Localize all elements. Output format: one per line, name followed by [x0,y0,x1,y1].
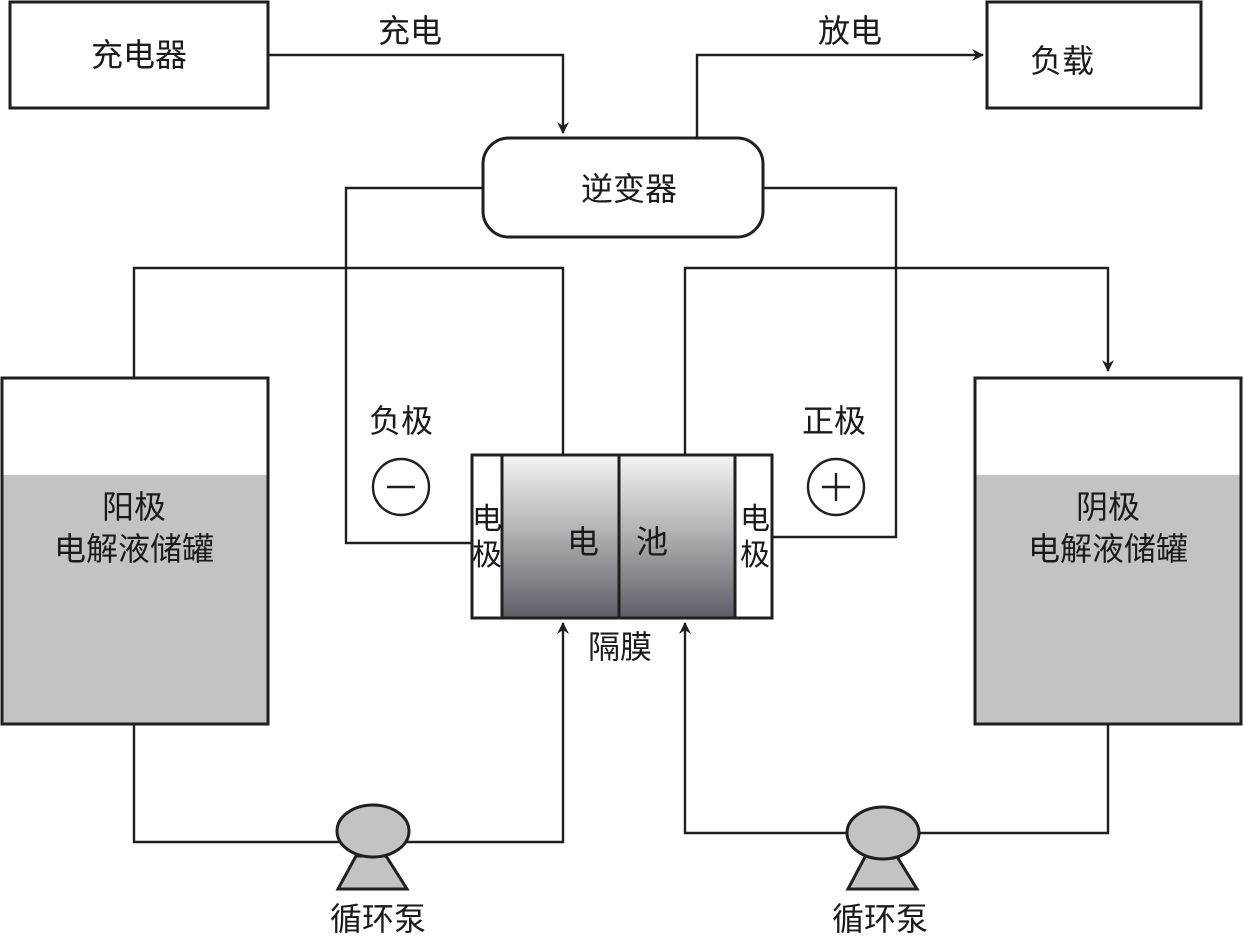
discharge-label: 放电 [818,12,882,50]
discharge-wire [695,49,984,138]
negative-pole-label: 负极 [369,402,433,440]
cathode-return-pipe [683,266,1114,455]
negative-symbol-icon [371,457,431,517]
anode-tank-label-2: 电解液储罐 [54,530,214,568]
cell-label-left: 电 [567,523,599,561]
load-box: 负载 [985,0,1203,110]
cathode-tank-label-2: 电解液储罐 [1028,530,1188,568]
positive-symbol-icon [806,457,866,517]
cathode-electrolyte-level [975,474,1241,724]
battery-cell: 电 极 电 极 电 池 [470,453,774,620]
cathode-tank-label-1: 阴极 [1076,488,1140,526]
inverter-box: 逆变器 [481,136,765,239]
right-electrode-label-1: 电 [740,502,770,537]
left-electrode-label-1: 电 [472,502,502,537]
positive-pole-label: 正极 [802,402,866,440]
membrane-label: 隔膜 [588,628,652,666]
right-electrode-label-2: 极 [740,538,770,573]
right-pump-label: 循环泵 [832,900,928,937]
load-label: 负载 [1030,42,1094,80]
anode-tank-label-1: 阳极 [102,488,166,526]
anode-electrolyte-level [2,474,268,724]
right-half-cell [617,453,737,620]
cathode-electrolyte-tank: 阴极 电解液储罐 [973,376,1243,726]
left-half-cell [500,453,621,620]
anode-electrolyte-tank: 阳极 电解液储罐 [0,376,270,726]
cell-label-right: 池 [636,523,668,561]
left-electrode-label-2: 极 [472,538,502,573]
charger-label: 充电器 [91,36,187,74]
charge-label: 充电 [378,12,442,50]
right-circulation-pump-icon [845,805,921,891]
charger-box: 充电器 [8,0,270,110]
anode-return-pipe [132,266,565,455]
left-pump-label: 循环泵 [330,900,426,937]
left-circulation-pump-icon [335,803,411,891]
inverter-label: 逆变器 [581,170,677,208]
negative-terminal-wire [344,186,483,545]
charge-wire [268,53,569,134]
positive-terminal-wire [763,186,898,539]
